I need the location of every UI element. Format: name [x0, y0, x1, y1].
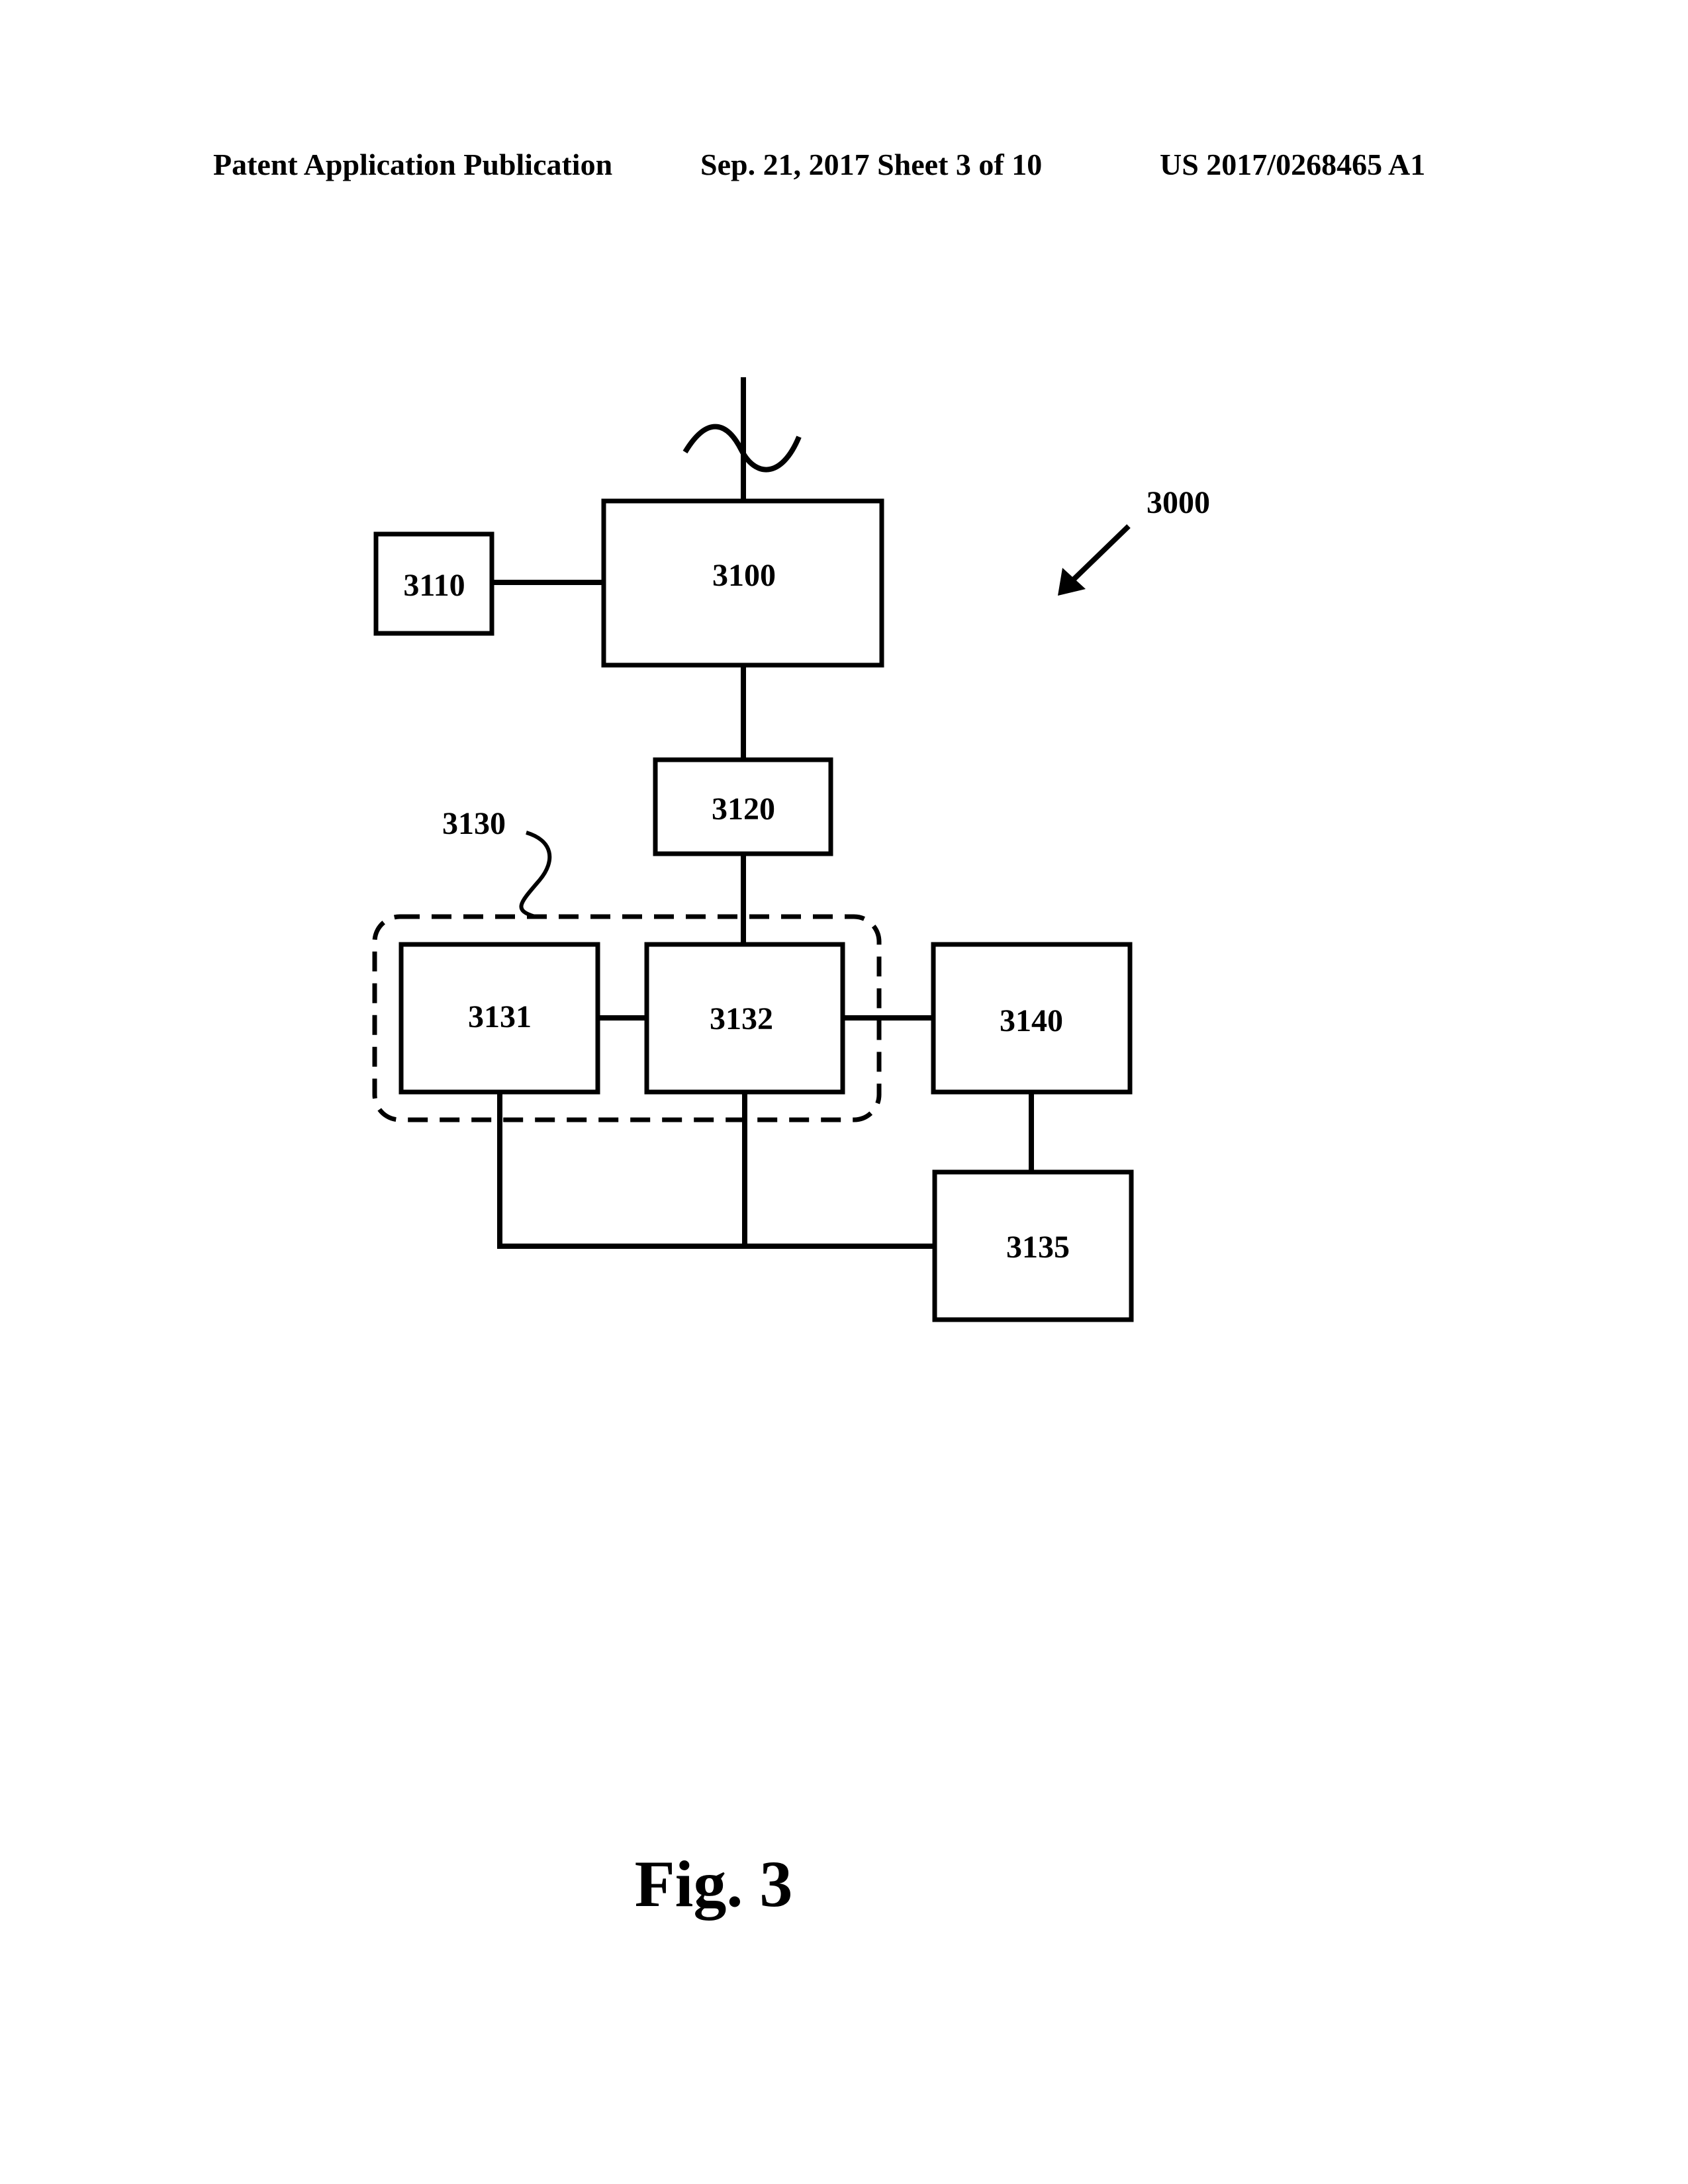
block-3110-label: 3110 [403, 568, 465, 603]
block-3110: 3110 [376, 534, 492, 633]
block-3120-label: 3120 [712, 792, 775, 827]
block-3135-label: 3135 [1006, 1230, 1070, 1265]
system-arrow-shaft [1066, 526, 1129, 587]
block-3132-label: 3132 [710, 1001, 773, 1036]
group-leader-line [521, 833, 549, 917]
block-3100: 3100 [604, 501, 882, 665]
block-3140-label: 3140 [1000, 1003, 1063, 1038]
block-3131: 3131 [401, 944, 598, 1092]
block-3100-label: 3100 [712, 558, 776, 593]
block-3120: 3120 [655, 760, 831, 854]
system-3000-label: 3000 [1147, 485, 1210, 520]
block-3140: 3140 [933, 944, 1130, 1092]
block-3131-label: 3131 [468, 999, 532, 1034]
figure-label: Fig. 3 [635, 1847, 793, 1921]
block-3132: 3132 [647, 944, 843, 1092]
group-3130-label: 3130 [442, 806, 506, 841]
block-3135: 3135 [935, 1172, 1131, 1320]
